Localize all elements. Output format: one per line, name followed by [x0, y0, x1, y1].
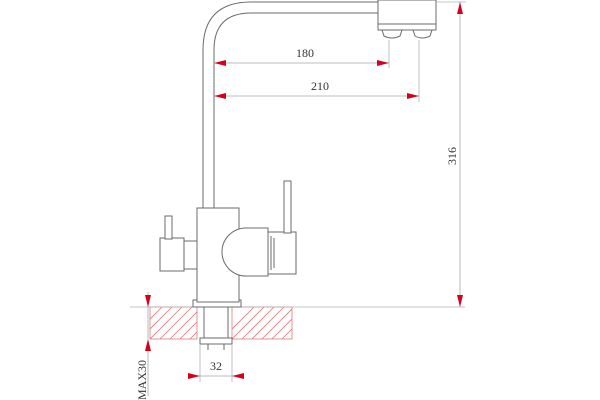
left-valve-body	[182, 240, 198, 270]
dimension-180: 180	[214, 40, 390, 68]
dimension-316: 316	[436, 1, 466, 307]
dimension-210: 210	[214, 40, 420, 102]
mounting-shank	[199, 306, 233, 350]
right-valve-cap	[267, 231, 297, 275]
dimension-32-label: 32	[210, 359, 222, 373]
dimension-max30: MAX30	[135, 292, 151, 400]
spout-head	[377, 0, 437, 31]
outlet-filtered	[381, 29, 403, 39]
dimension-316-label: 316	[445, 147, 459, 165]
countertop-section	[130, 306, 465, 340]
faucet-body	[159, 180, 297, 308]
dimension-32: 32	[188, 344, 244, 382]
dimension-210-label: 210	[311, 79, 329, 93]
left-handle	[164, 215, 173, 240]
left-valve-cap	[159, 237, 185, 272]
dimension-180-label: 180	[296, 46, 314, 60]
outlet-main	[412, 29, 433, 39]
right-handle	[283, 180, 292, 234]
spout	[202, 0, 437, 208]
countertop-hatch-left	[150, 307, 197, 339]
right-valve-body	[221, 227, 269, 277]
dimension-max30-label: MAX30	[135, 360, 149, 400]
countertop-hatch-right	[232, 307, 292, 339]
